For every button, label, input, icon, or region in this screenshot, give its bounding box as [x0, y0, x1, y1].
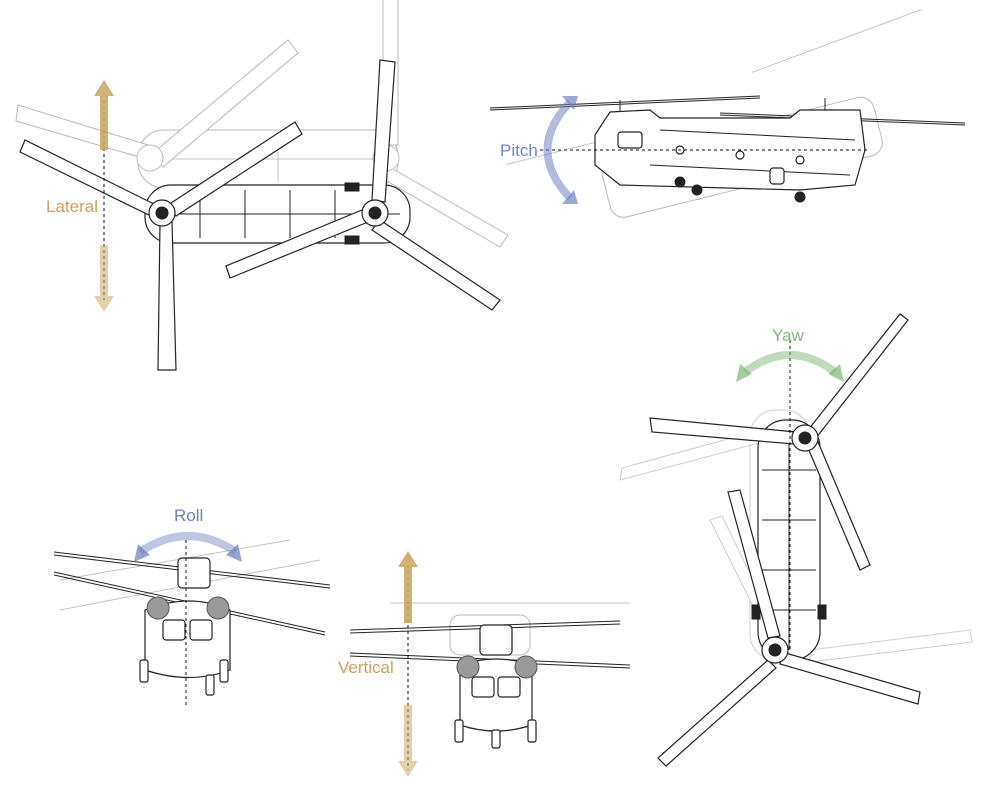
yaw-label: Yaw — [772, 326, 804, 345]
helicopter-front-view-vertical — [349, 551, 631, 777]
roll-panel: Roll — [40, 500, 340, 720]
helicopter-side-view-pitch — [489, 8, 966, 218]
main-helicopter — [19, 59, 501, 371]
double-arrow-vertical-icon — [398, 551, 418, 777]
helicopter-top-view-lateral — [15, 0, 509, 371]
vertical-label: Vertical — [338, 658, 394, 677]
pitch-panel: Pitch — [470, 8, 980, 220]
main-helicopter — [139, 557, 231, 696]
main-helicopter — [649, 313, 921, 767]
lateral-panel: Lateral — [0, 0, 520, 380]
curved-double-arrow-icon — [543, 96, 578, 204]
yaw-panel: Yaw — [610, 290, 990, 800]
pitch-label: Pitch — [500, 141, 538, 160]
vertical-panel: Vertical — [330, 545, 640, 790]
double-arrow-vertical-icon — [94, 80, 114, 312]
lateral-label: Lateral — [46, 197, 98, 216]
main-helicopter — [594, 98, 866, 203]
main-helicopter — [454, 624, 538, 749]
helicopter-top-view-yaw — [619, 313, 973, 767]
roll-label: Roll — [174, 506, 204, 525]
curved-double-arrow-icon — [134, 532, 242, 562]
curved-double-arrow-icon — [736, 351, 844, 382]
helicopter-front-view-roll — [53, 532, 331, 705]
